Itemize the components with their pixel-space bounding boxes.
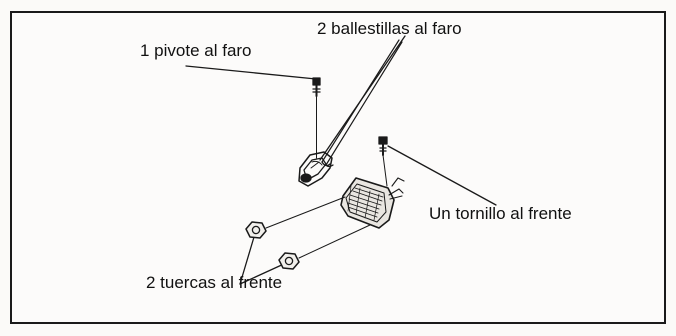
pivot-pin — [312, 77, 321, 97]
screw-axis-line — [382, 154, 388, 187]
label-screw: Un tornillo al frente — [429, 204, 572, 223]
screw — [378, 136, 388, 156]
nut-1-axis-line — [265, 196, 346, 229]
diagram-frame — [10, 11, 666, 324]
nut-2 — [278, 252, 300, 270]
headlight-housing — [340, 177, 405, 229]
label-pivot: 1 pivote al faro — [140, 41, 252, 60]
nut-leader-line-2 — [239, 262, 287, 285]
screw-leader-line — [387, 145, 497, 206]
nut-leader-line-1 — [239, 236, 255, 285]
pivot-socket-bracket — [298, 151, 333, 187]
label-nuts: 2 tuercas al frente — [146, 273, 283, 292]
nut-1 — [245, 221, 267, 239]
spring-clips — [321, 39, 403, 168]
label-spring-clips: 2 ballestillas al faro — [317, 19, 462, 38]
pivot-leader-line — [185, 65, 317, 80]
nut-2-axis-line — [298, 224, 371, 259]
